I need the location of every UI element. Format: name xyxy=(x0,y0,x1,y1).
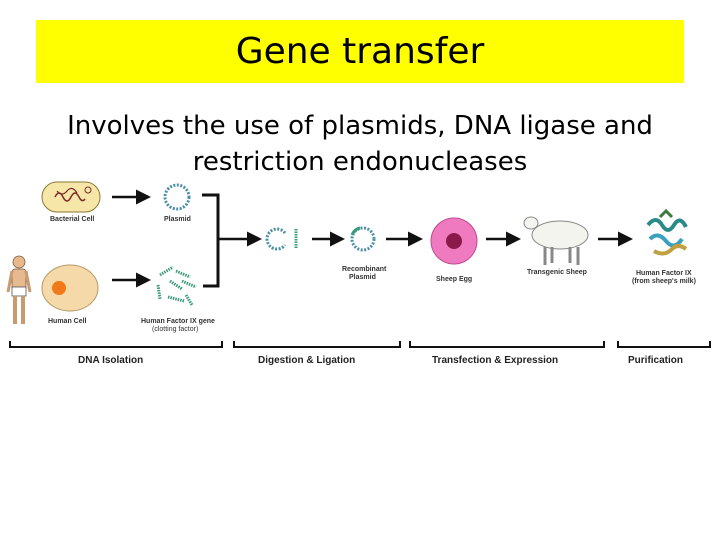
dna-fragments-icon xyxy=(156,265,197,306)
human-cell-icon xyxy=(41,264,99,312)
label-recombinant-2: Plasmid xyxy=(349,274,376,281)
gene-transfer-diagram: Bacterial Cell Plasmid Human Cell Human … xyxy=(6,181,711,366)
sheep-icon xyxy=(523,216,589,265)
plasmid-icon xyxy=(163,183,191,211)
label-factor-ix-sub: (from sheep's milk) xyxy=(632,278,696,285)
subtitle-line-1: Involves the use of plasmids, DNA ligase… xyxy=(67,111,653,141)
subtitle-line-2: restriction endonucleases xyxy=(192,147,528,177)
protein-structure-icon xyxy=(646,208,688,256)
open-plasmid-icon xyxy=(265,227,298,251)
label-bacterial-cell: Bacterial Cell xyxy=(50,216,94,223)
label-factor-gene: Human Factor IX gene xyxy=(141,318,215,325)
bacterial-cell-icon xyxy=(41,181,101,213)
label-plasmid: Plasmid xyxy=(164,216,191,223)
label-transgenic-sheep: Transgenic Sheep xyxy=(527,269,587,276)
label-factor-gene-sub: (clotting factor) xyxy=(152,326,198,333)
human-figure-icon xyxy=(6,255,32,324)
label-human-cell: Human Cell xyxy=(48,318,87,325)
sheep-egg-icon xyxy=(430,217,478,265)
slide-title: Gene transfer xyxy=(235,31,485,72)
slide-subtitle: Involves the use of plasmids, DNA ligase… xyxy=(20,108,700,180)
label-factor-ix: Human Factor IX xyxy=(636,270,692,277)
stage-purification: Purification xyxy=(628,355,683,366)
label-recombinant-1: Recombinant xyxy=(342,266,387,273)
title-banner: Gene transfer xyxy=(36,20,684,83)
recombinant-plasmid-icon xyxy=(350,226,376,252)
stage-transfection-expression: Transfection & Expression xyxy=(432,355,558,366)
stage-dna-isolation: DNA Isolation xyxy=(78,355,143,366)
merge-bracket xyxy=(202,193,220,288)
label-sheep-egg: Sheep Egg xyxy=(436,276,472,283)
stage-digestion-ligation: Digestion & Ligation xyxy=(258,355,355,366)
stage-brackets xyxy=(9,341,711,348)
